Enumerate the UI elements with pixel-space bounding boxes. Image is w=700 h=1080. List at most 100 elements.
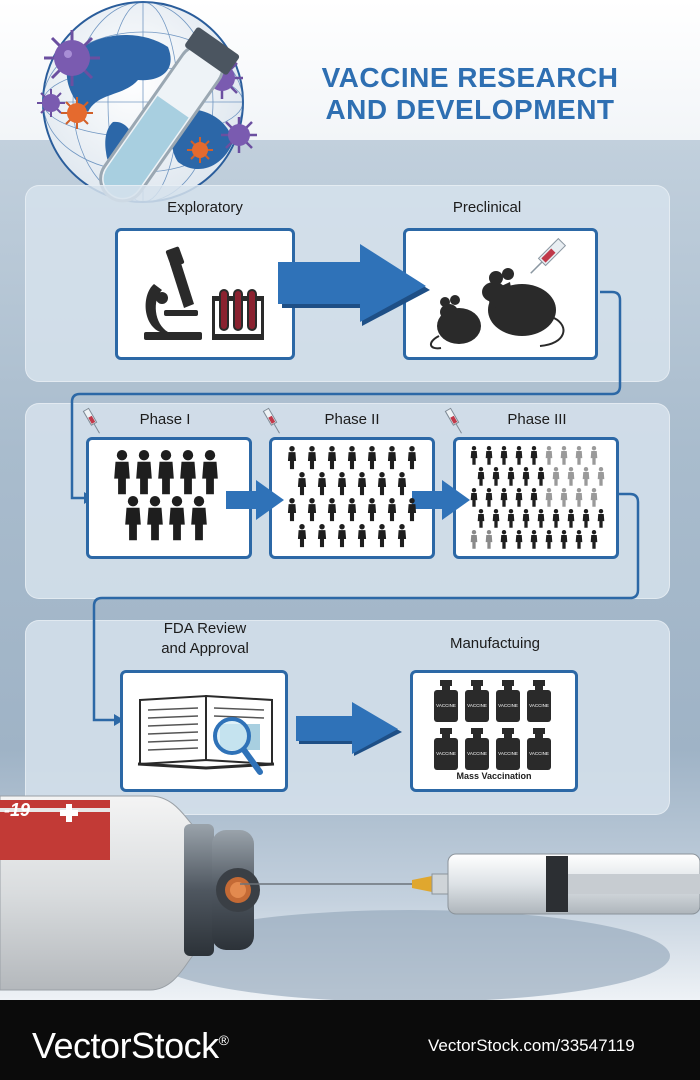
infographic: VACCINE RESEARCH AND DEVELOPMENT Explora… [0,0,700,1000]
virus-icon [61,97,93,129]
virus-icon [221,117,257,153]
person-silhouette [500,488,508,507]
person-silhouette [485,530,493,549]
person-silhouette [327,498,337,522]
vial-label: VACCINE [436,751,456,756]
person-silhouette [470,446,478,465]
person-silhouette [347,498,357,522]
person-silhouette [307,446,317,470]
person-silhouette [515,446,523,465]
person-silhouette [500,530,508,549]
person-silhouette [485,488,493,507]
virus-icon [37,89,65,117]
microscope-icon [144,246,202,340]
watermark-reg-mark: ® [218,1032,229,1048]
person-silhouette [500,446,508,465]
label-fda-line-2: and Approval [161,640,249,657]
mass-vaccination-label: Mass Vaccination [456,771,532,781]
vial-icon: VACCINE [465,728,489,770]
virus-icon [187,137,213,163]
person-silhouette [560,446,568,465]
watermark-url: VectorStock.com/33547119 [428,1036,635,1055]
person-silhouette [582,467,590,486]
label-preclinical: Preclinical [452,199,522,216]
label-phase-3: Phase III [507,411,567,428]
person-silhouette [567,509,575,528]
person-silhouette [590,488,598,507]
person-silhouette [470,530,478,549]
vial-label: VACCINE [467,751,487,756]
title-line-1: VACCINE RESEARCH [321,62,619,93]
person-silhouette [537,509,545,528]
vial-icon: VACCINE [527,680,551,722]
person-silhouette [470,488,478,507]
person-silhouette [397,472,407,496]
shadow-ellipse [150,910,670,1000]
arrow-icon [412,480,470,520]
person-silhouette [522,467,530,486]
person-silhouette [125,496,141,541]
person-silhouette [560,530,568,549]
people-icon [114,450,218,541]
vial-label: VACCINE [498,751,518,756]
vial-icon: VACCINE [434,680,458,722]
person-silhouette [147,496,163,541]
person-silhouette [507,509,515,528]
person-silhouette [567,467,575,486]
vial-icon: VACCINE [527,728,551,770]
person-silhouette [114,450,130,495]
label-phase-1: Phase I [139,411,191,428]
person-silhouette [347,446,357,470]
person-silhouette [477,509,485,528]
test-tube-icon [99,27,240,203]
person-silhouette [560,488,568,507]
label-exploratory: Exploratory [167,199,243,216]
label-manufacturing: Manufactuing [449,635,541,652]
person-silhouette [485,446,493,465]
person-silhouette [507,467,515,486]
person-silhouette [327,446,337,470]
person-silhouette [552,509,560,528]
person-silhouette [337,524,347,548]
person-silhouette [545,488,553,507]
vaccine-bottle-icon [0,795,260,991]
vial-label: VACCINE [498,703,518,708]
person-silhouette [357,472,367,496]
syringe-icon [240,853,700,915]
arrow-icon [226,480,284,520]
person-silhouette [575,530,583,549]
person-silhouette [590,446,598,465]
syringe-icon [530,237,567,274]
test-tubes-icon [212,289,264,340]
arrow-icon [296,702,402,756]
person-silhouette [297,472,307,496]
mouse-icon [430,295,481,350]
person-silhouette [136,450,152,495]
person-silhouette [357,524,367,548]
person-silhouette [287,498,297,522]
syringe-icon [262,407,280,434]
person-silhouette [492,467,500,486]
person-silhouette [537,467,545,486]
vial-icon: VACCINE [465,680,489,722]
person-silhouette [492,509,500,528]
arrow-icon [278,244,430,326]
person-silhouette [297,524,307,548]
person-silhouette [477,467,485,486]
title-line-2: AND DEVELOPMENT [325,94,615,125]
watermark-logo-text: VectorStock [32,1025,219,1066]
person-silhouette [545,446,553,465]
person-silhouette [377,524,387,548]
vials-group: VACCINE VACCINE VACCINE VACCINE VACCINE VACCI… [434,680,551,770]
vial-icon: VACCINE [496,728,520,770]
person-silhouette [530,446,538,465]
person-silhouette [202,450,218,495]
vial-icon: VACCINE [434,728,458,770]
person-silhouette [307,498,317,522]
vial-icon: VACCINE [496,680,520,722]
vial-label: VACCINE [436,703,456,708]
person-silhouette [407,498,417,522]
syringe-icon [82,407,100,434]
vial-label: VACCINE [467,703,487,708]
person-silhouette [575,488,583,507]
